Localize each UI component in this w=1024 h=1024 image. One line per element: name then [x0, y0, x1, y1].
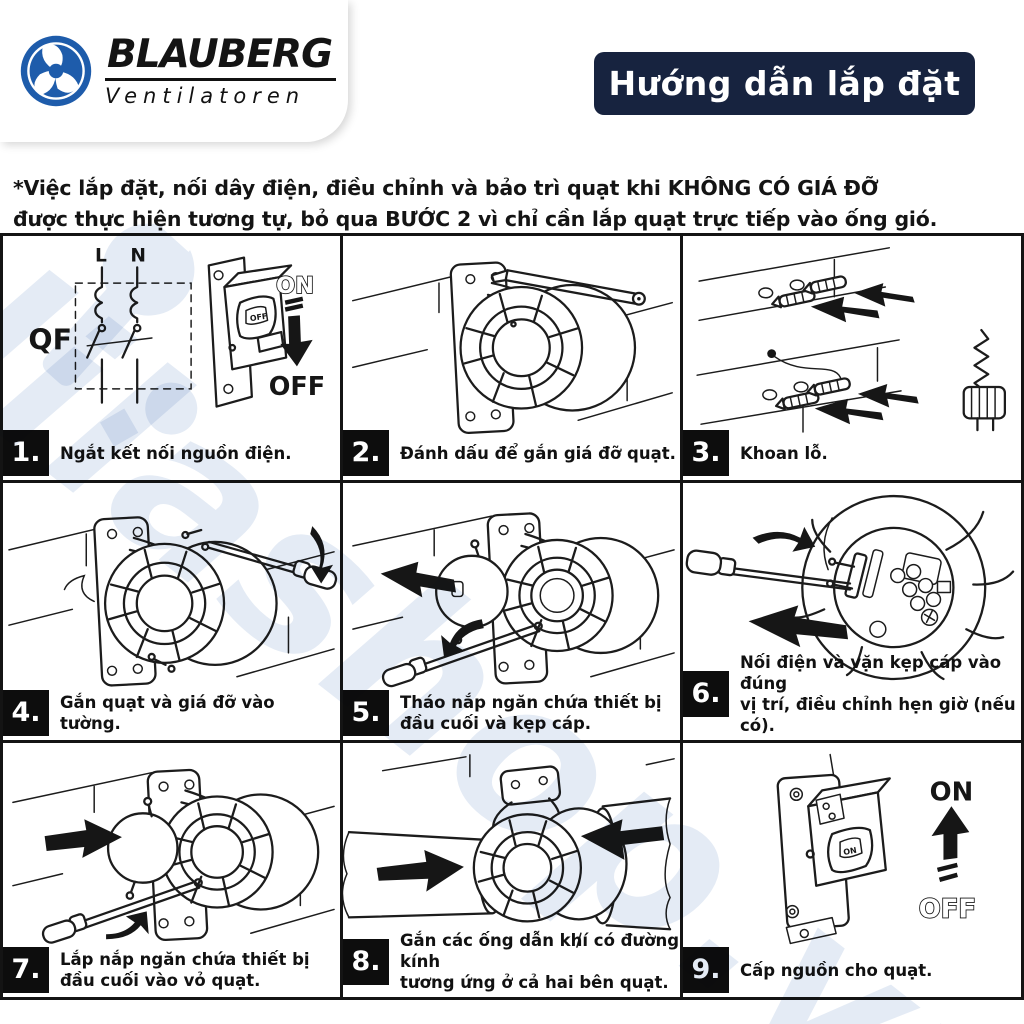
step-8-caption-bar: 8. Gắn các ống dẫn khí có đường kính tươ… [343, 930, 680, 993]
intro-note: *Việc lắp đặt, nối dây điện, điều chỉnh … [13, 173, 1013, 235]
step-2-number: 2. [343, 430, 389, 476]
blauberg-fan-icon [20, 35, 92, 107]
step-2-caption-bar: 2. Đánh dấu để gắn giá đỡ quạt. [343, 430, 676, 476]
brand-name: BLAUBERG [105, 34, 337, 81]
arrow-left-icon [748, 605, 849, 648]
step-3-illustration [696, 247, 1007, 433]
intro-line-1: *Việc lắp đặt, nối dây điện, điều chỉnh … [13, 175, 879, 200]
step-4-caption: Gắn quạt và giá đỡ vào tường. [60, 693, 275, 733]
step-3-cell: 3. Khoan lỗ. [683, 236, 1021, 483]
arrow-left-icon [380, 561, 456, 598]
step-8-cell: 8. Gắn các ống dẫn khí có đường kính tươ… [343, 743, 683, 997]
step-4-cell: 4. Gắn quạt và giá đỡ vào tường. [3, 483, 343, 743]
step-1-cell: L N QF OFF [3, 236, 343, 483]
step-6-number: 6. [683, 671, 729, 717]
step-1-number: 1. [3, 430, 49, 476]
step-9-caption: Cấp nguồn cho quạt. [740, 960, 933, 980]
step-1-caption-bar: 1. Ngắt kết nối nguồn điện. [3, 430, 291, 476]
step-7-illustration [12, 768, 335, 944]
step-5-cell: 5. Tháo nắp ngăn chứa thiết bị đầu cuối … [343, 483, 683, 743]
step-6-caption-bar: 6. Nối điện và vặn kẹp cáp vào đúng vị t… [683, 652, 1021, 736]
step-7-caption: Lắp nắp ngăn chứa thiết bị đầu cuối vào … [60, 950, 310, 990]
arrow-left-icon [810, 296, 880, 323]
brand-subtitle: Ventilatoren [105, 83, 306, 108]
step-7-cell: 7. Lắp nắp ngăn chứa thiết bị đầu cuối v… [3, 743, 343, 997]
step-9-cell: ON ON OFF 9. Cấp nguồn cho quạt. [683, 743, 1021, 997]
step-3-number: 3. [683, 430, 729, 476]
rotate-arrow-icon [441, 619, 484, 658]
step-2-illustration [352, 261, 673, 434]
step-4-number: 4. [3, 690, 49, 736]
step-6-caption: Nối điện và vặn kẹp cáp vào đúng vị trí,… [740, 653, 1016, 735]
step-5-caption: Tháo nắp ngăn chứa thiết bị đầu cuối và … [400, 693, 662, 733]
step-4-caption-bar: 4. Gắn quạt và giá đỡ vào tường. [3, 690, 340, 736]
step-3-caption: Khoan lỗ. [740, 443, 828, 463]
label-qf: QF [28, 324, 72, 357]
step-2-cell: 2. Đánh dấu để gắn giá đỡ quạt. [343, 236, 683, 483]
title-banner: Hướng dẫn lắp đặt [594, 52, 975, 115]
step-6-illustration [685, 494, 1015, 681]
arrow-down-icon [280, 315, 313, 367]
step-5-number: 5. [343, 690, 389, 736]
step-2-caption: Đánh dấu để gắn giá đỡ quạt. [400, 443, 676, 463]
brand-wordmark: BLAUBERG Ventilatoren [105, 34, 337, 108]
arrow-right-icon [44, 819, 122, 858]
off-label: OFF [269, 372, 325, 402]
arrow-up-icon [931, 806, 970, 860]
step-7-number: 7. [3, 947, 49, 993]
step-4-illustration [8, 516, 338, 687]
off-label: OFF [919, 895, 976, 925]
step-9-caption-bar: 9. Cấp nguồn cho quạt. [683, 947, 932, 993]
arrow-right-icon [376, 849, 464, 892]
label-line: L [95, 246, 107, 267]
step-7-caption-bar: 7. Lắp nắp ngăn chứa thiết bị đầu cuối v… [3, 947, 310, 993]
rotate-arrow-icon [310, 526, 334, 584]
step-8-number: 8. [343, 938, 389, 985]
on-label: ON [276, 273, 314, 299]
label-neutral: N [130, 246, 146, 267]
step-9-illustration: ON ON OFF [776, 753, 977, 945]
step-8-caption: Gắn các ống dẫn khí có đường kính tương … [400, 931, 680, 992]
step-5-caption-bar: 5. Tháo nắp ngăn chứa thiết bị đầu cuối … [343, 690, 662, 736]
intro-line-2: được thực hiện tương tự, bỏ qua BƯỚC 2 v… [13, 206, 938, 231]
rotate-arrow-icon [752, 526, 816, 552]
rocker-off-label: OFF [249, 312, 268, 324]
step-6-cell: 6. Nối điện và vặn kẹp cáp vào đúng vị t… [683, 483, 1021, 743]
on-label: ON [930, 777, 974, 807]
steps-grid: L N QF OFF [0, 233, 1024, 1000]
step-1-caption: Ngắt kết nối nguồn điện. [60, 443, 292, 463]
step-9-number: 9. [683, 947, 729, 993]
arrow-left-icon [580, 819, 665, 860]
brand-logo-card: BLAUBERG Ventilatoren [0, 0, 348, 142]
step-5-illustration [352, 512, 675, 688]
rocker-on-label: ON [843, 846, 858, 857]
step-3-caption-bar: 3. Khoan lỗ. [683, 430, 828, 476]
step-8-illustration [343, 754, 675, 948]
step-1-illustration: L N QF OFF [28, 246, 325, 408]
rotate-arrow-icon [106, 911, 149, 940]
